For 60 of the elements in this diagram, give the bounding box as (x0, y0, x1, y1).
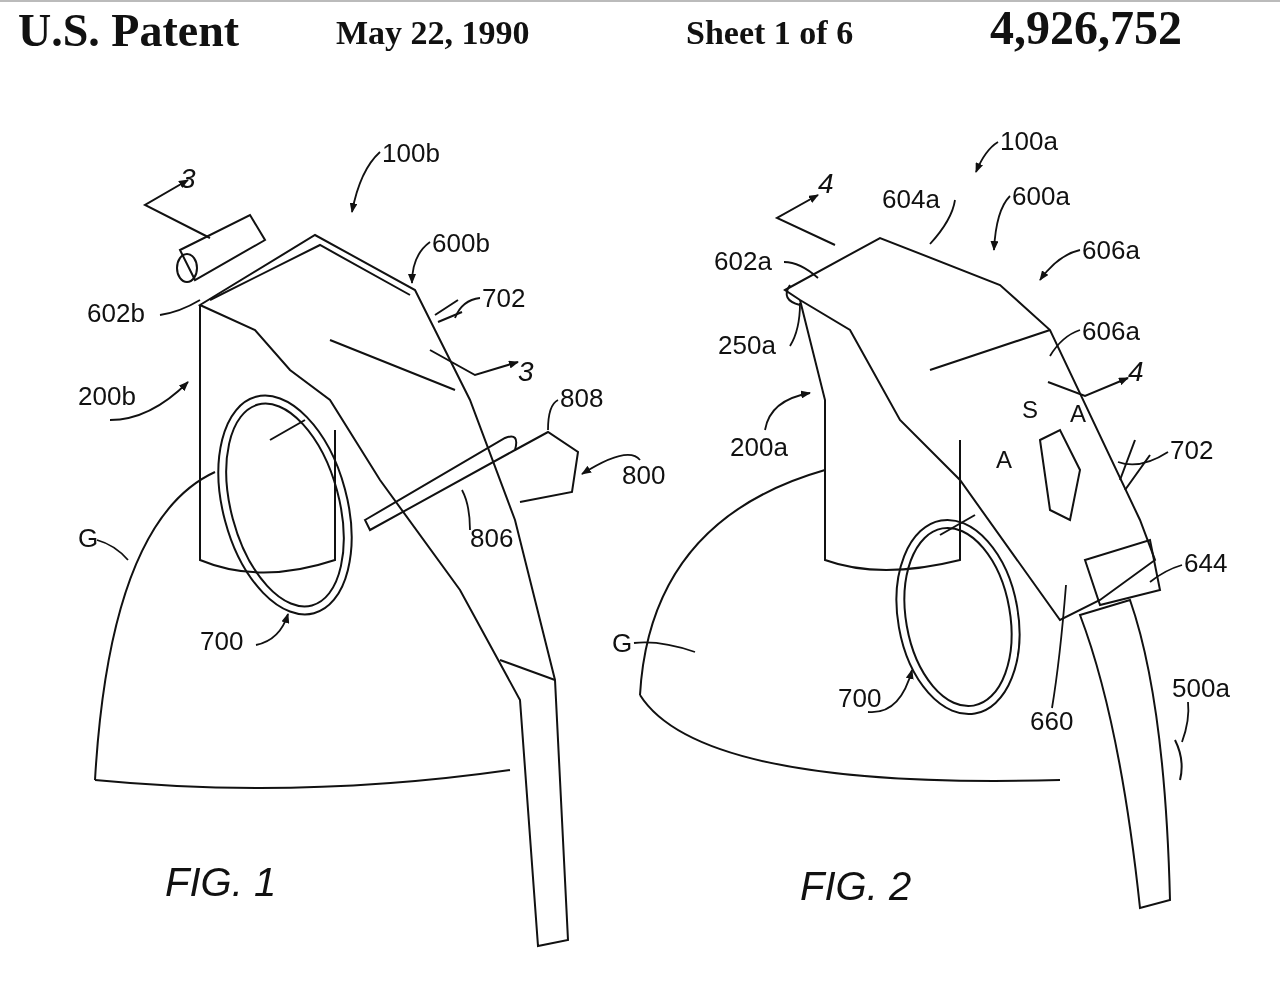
leader-line (109, 381, 189, 421)
figure-label: FIG. 1 (165, 862, 277, 902)
leader-line (929, 199, 956, 245)
leader-line (547, 399, 559, 431)
sheet-number: Sheet 1 of 6 (686, 16, 854, 50)
leader-line (1051, 584, 1067, 709)
reference-numeral: 702 (1170, 437, 1214, 463)
leader-line (867, 669, 914, 714)
reference-numeral: 100b (382, 140, 440, 166)
leader-line (1149, 564, 1183, 583)
reference-numeral: 700 (838, 685, 882, 711)
leader-line (1181, 701, 1190, 743)
reference-numeral: 606a (1082, 237, 1140, 263)
reference-numeral: 100a (1000, 128, 1058, 154)
leader-line (255, 613, 289, 646)
leader-line (96, 539, 129, 561)
leader-line (990, 195, 1011, 251)
reference-numeral: 700 (200, 628, 244, 654)
leader-line (764, 390, 811, 431)
leader-line (1049, 329, 1081, 357)
leader-line (159, 299, 201, 316)
leader-line (581, 454, 641, 475)
leader-line (789, 302, 801, 347)
reference-numeral: 644 (1184, 550, 1228, 576)
section-number: 4 (818, 170, 834, 198)
reference-numeral: 600b (432, 230, 490, 256)
dial-letter: A (1070, 402, 1086, 426)
reference-numeral: 200b (78, 383, 136, 409)
patent-number: 4,926,752 (990, 4, 1182, 52)
date: May 22, 1990 (336, 16, 530, 50)
reference-numeral: 800 (622, 462, 666, 488)
leader-line (783, 261, 819, 279)
reference-numeral: 600a (1012, 183, 1070, 209)
figure-label: FIG. 2 (800, 866, 912, 906)
leader-line (349, 151, 381, 213)
leader-line (454, 297, 481, 319)
leader-line (1117, 451, 1169, 466)
reference-numeral: 602b (87, 300, 145, 326)
reference-numeral: G (612, 630, 633, 656)
patent-label: U.S. Patent (18, 8, 240, 54)
reference-numeral: 604a (882, 186, 940, 212)
leader-line (461, 489, 471, 531)
section-number: 4 (1128, 358, 1144, 386)
dial-letter: S (1022, 398, 1038, 422)
reference-numeral: 606a (1082, 318, 1140, 344)
dial-letter: A (996, 448, 1012, 472)
leader-line (1039, 249, 1081, 281)
reference-numeral: 602a (714, 248, 772, 274)
reference-numeral: 500a (1172, 675, 1230, 701)
reference-numeral: 806 (470, 525, 514, 551)
leader-line (975, 141, 999, 173)
leader-line (408, 241, 431, 284)
reference-numeral: 702 (482, 285, 526, 311)
reference-numeral: 660 (1030, 708, 1074, 734)
reference-numeral: 808 (560, 385, 604, 411)
reference-numeral: G (78, 525, 99, 551)
reference-numeral: 200a (730, 434, 788, 460)
section-number: 3 (518, 358, 534, 386)
reference-numeral: 250a (718, 332, 776, 358)
leader-line (633, 641, 696, 653)
